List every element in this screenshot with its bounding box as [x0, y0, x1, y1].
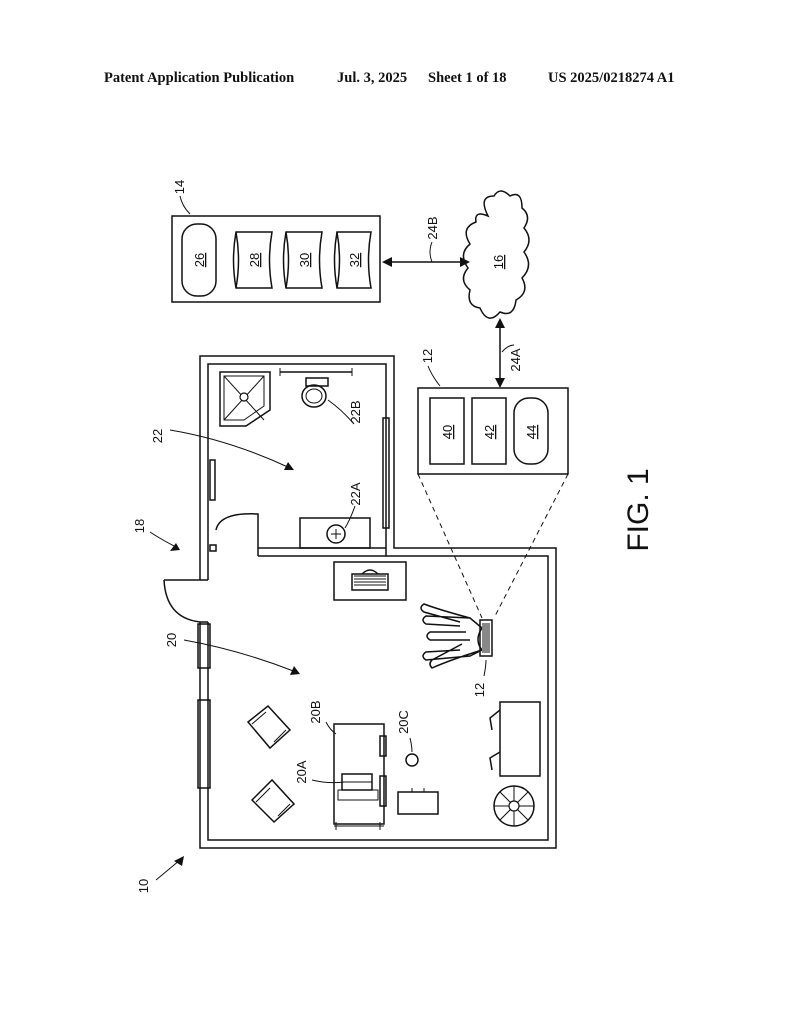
- building-label: 18: [132, 519, 147, 533]
- device-block-42-label: 42: [482, 425, 497, 439]
- entry-door: [163, 579, 201, 623]
- device-block-44: [513, 397, 549, 465]
- toilet: [301, 377, 329, 408]
- room-label: 20: [164, 633, 179, 647]
- device-12-enlarged: 40 42 44 12: [417, 349, 569, 619]
- server-block-28-label: 28: [247, 253, 262, 267]
- bathroom-label: 22: [150, 429, 165, 443]
- device-box: [417, 387, 569, 475]
- header-date: Jul. 3, 2025: [337, 70, 408, 86]
- server-leader: [179, 195, 191, 215]
- bathroom-door: [215, 513, 259, 548]
- window: [197, 623, 211, 669]
- plant: [493, 785, 535, 827]
- cloud-label: 16: [491, 255, 506, 269]
- server-box: [171, 215, 381, 303]
- device-block-42: [471, 397, 507, 465]
- sink: [299, 517, 371, 549]
- link-24a: 24A: [495, 318, 523, 388]
- storage-box: [397, 788, 439, 815]
- server-block-30-label: 30: [297, 253, 312, 267]
- server-label: 14: [172, 180, 187, 194]
- bed-20b: [333, 723, 387, 830]
- desk: [489, 701, 541, 777]
- cloud-16: 16: [462, 190, 530, 319]
- item-20a: [337, 773, 379, 801]
- server-block-30: [282, 231, 323, 289]
- header-publication-type: Patent Application Publication: [104, 70, 295, 86]
- link-24b-label: 24B: [425, 216, 440, 239]
- system-label: 10: [136, 879, 151, 893]
- server-block-26: [181, 223, 217, 297]
- item-20a-label: 20A: [294, 760, 309, 783]
- device-block-40: [429, 397, 465, 465]
- item-20c: [405, 753, 419, 767]
- server-block-32-label: 32: [347, 253, 362, 267]
- server-block-28: [232, 231, 273, 289]
- item-20b-label: 20B: [308, 700, 323, 723]
- server-block-32: [333, 231, 372, 289]
- toilet-label: 22B: [348, 400, 363, 423]
- window: [382, 417, 390, 529]
- header-publication-number: US 2025/0218274 A1: [548, 70, 675, 86]
- armchair: [246, 704, 292, 750]
- link-24a-label: 24A: [508, 348, 523, 371]
- floor-plan-18: 18: [132, 355, 557, 849]
- device-block-40-label: 40: [440, 425, 455, 439]
- television: [333, 561, 407, 601]
- figure-title: FIG. 1: [622, 468, 655, 551]
- hand-with-wearable: [420, 603, 493, 669]
- server-14: 26 28 30 32 14: [171, 180, 381, 303]
- server-block-26-label: 26: [192, 253, 207, 267]
- link-24b: 24B: [382, 216, 470, 267]
- device-label: 12: [420, 349, 435, 363]
- shower: [219, 371, 271, 427]
- armchair: [250, 778, 296, 824]
- device-block-44-label: 44: [524, 425, 539, 439]
- sink-label: 22A: [348, 482, 363, 505]
- device-hand-label: 12: [472, 683, 487, 697]
- item-20c-label: 20C: [396, 710, 411, 734]
- window: [197, 699, 211, 789]
- header-sheet: Sheet 1 of 18: [428, 70, 507, 86]
